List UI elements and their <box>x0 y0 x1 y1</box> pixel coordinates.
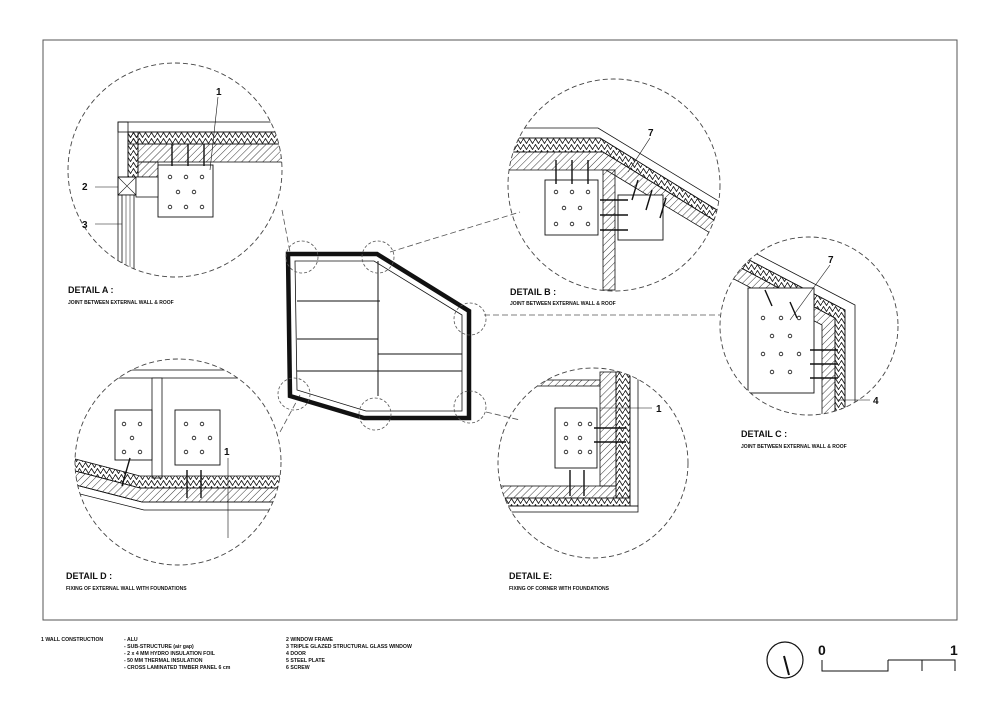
callout-circle-c <box>453 302 487 336</box>
detail-a-callout-3: 3 <box>82 220 88 231</box>
detail-a-subtitle: JOINT BETWEEN EXTERNAL WALL & ROOF <box>68 300 174 306</box>
detail-e-title: DETAIL E: <box>509 571 552 581</box>
detail-a-callout-1: 1 <box>216 87 222 98</box>
detail-b-title: DETAIL B : <box>510 287 556 297</box>
north-arrow-icon <box>766 641 804 679</box>
detail-c-callout-4: 4 <box>873 396 879 407</box>
detail-a: 1 2 3 DETAIL A : JOINT BETWEEN EXTERNAL … <box>67 62 283 306</box>
detail-e: 1 DETAIL E: FIXING OF CORNER WITH FOUNDA… <box>497 367 689 592</box>
legend-item: - ALU <box>124 637 138 643</box>
detail-c-subtitle: JOINT BETWEEN EXTERNAL WALL & ROOF <box>741 444 847 450</box>
detail-b-subtitle: JOINT BETWEEN EXTERNAL WALL & ROOF <box>510 301 616 307</box>
scale-label-start: 0 <box>818 642 826 658</box>
callout-circle-b <box>361 240 395 274</box>
detail-c-title: DETAIL C : <box>741 429 787 439</box>
detail-connectors <box>279 209 720 433</box>
legend-item: 3 TRIPLE GLAZED STRUCTURAL GLASS WINDOW <box>286 644 412 650</box>
detail-b: 7 DETAIL B : JOINT BETWEEN EXTERNAL WALL… <box>507 78 721 307</box>
floor-plan <box>277 240 487 431</box>
callout-circle-d <box>277 377 311 411</box>
legend-item: 5 STEEL PLATE <box>286 658 326 664</box>
callout-circle-a <box>285 240 319 274</box>
legend-item: - 2 x 4 MM HYDRO INSULATION FOIL <box>124 651 216 657</box>
scale-label-end: 1 <box>950 642 958 658</box>
legend-item: 6 SCREW <box>286 665 310 671</box>
detail-d-subtitle: FIXING OF EXTERNAL WALL WITH FOUNDATIONS <box>66 586 187 592</box>
detail-a-callout-2: 2 <box>82 182 88 193</box>
legend: 1 WALL CONSTRUCTION - ALU - SUB-STRUCTUR… <box>41 637 412 671</box>
legend-item: - SUB-STRUCTURE (air gap) <box>124 644 194 650</box>
legend-item: - 50 MM THERMAL INSULATION <box>124 658 203 664</box>
legend-wall-construction: 1 WALL CONSTRUCTION <box>41 637 103 643</box>
legend-item: - CROSS LAMINATED TIMBER PANEL 6 cm <box>124 665 231 671</box>
detail-e-callout-1: 1 <box>656 404 662 415</box>
detail-a-title: DETAIL A : <box>68 285 114 295</box>
detail-e-subtitle: FIXING OF CORNER WITH FOUNDATIONS <box>509 586 610 592</box>
callout-circle-e <box>358 397 392 431</box>
detail-b-callout-7: 7 <box>648 128 654 139</box>
legend-item: 2 WINDOW FRAME <box>286 637 334 643</box>
legend-item: 4 DOOR <box>286 651 306 657</box>
detail-d: 1 DETAIL D : FIXING OF EXTERNAL WALL WIT… <box>66 358 282 592</box>
detail-d-title: DETAIL D : <box>66 571 112 581</box>
detail-d-callout-1: 1 <box>224 447 230 458</box>
scale-bar: 0 1 <box>818 642 958 672</box>
callout-circle-f <box>453 390 487 424</box>
sheet-border <box>42 39 958 621</box>
detail-c: 7 4 DETAIL C : JOINT BETWEEN EXTERNAL WA… <box>719 236 899 450</box>
detail-c-callout-7: 7 <box>828 255 834 266</box>
